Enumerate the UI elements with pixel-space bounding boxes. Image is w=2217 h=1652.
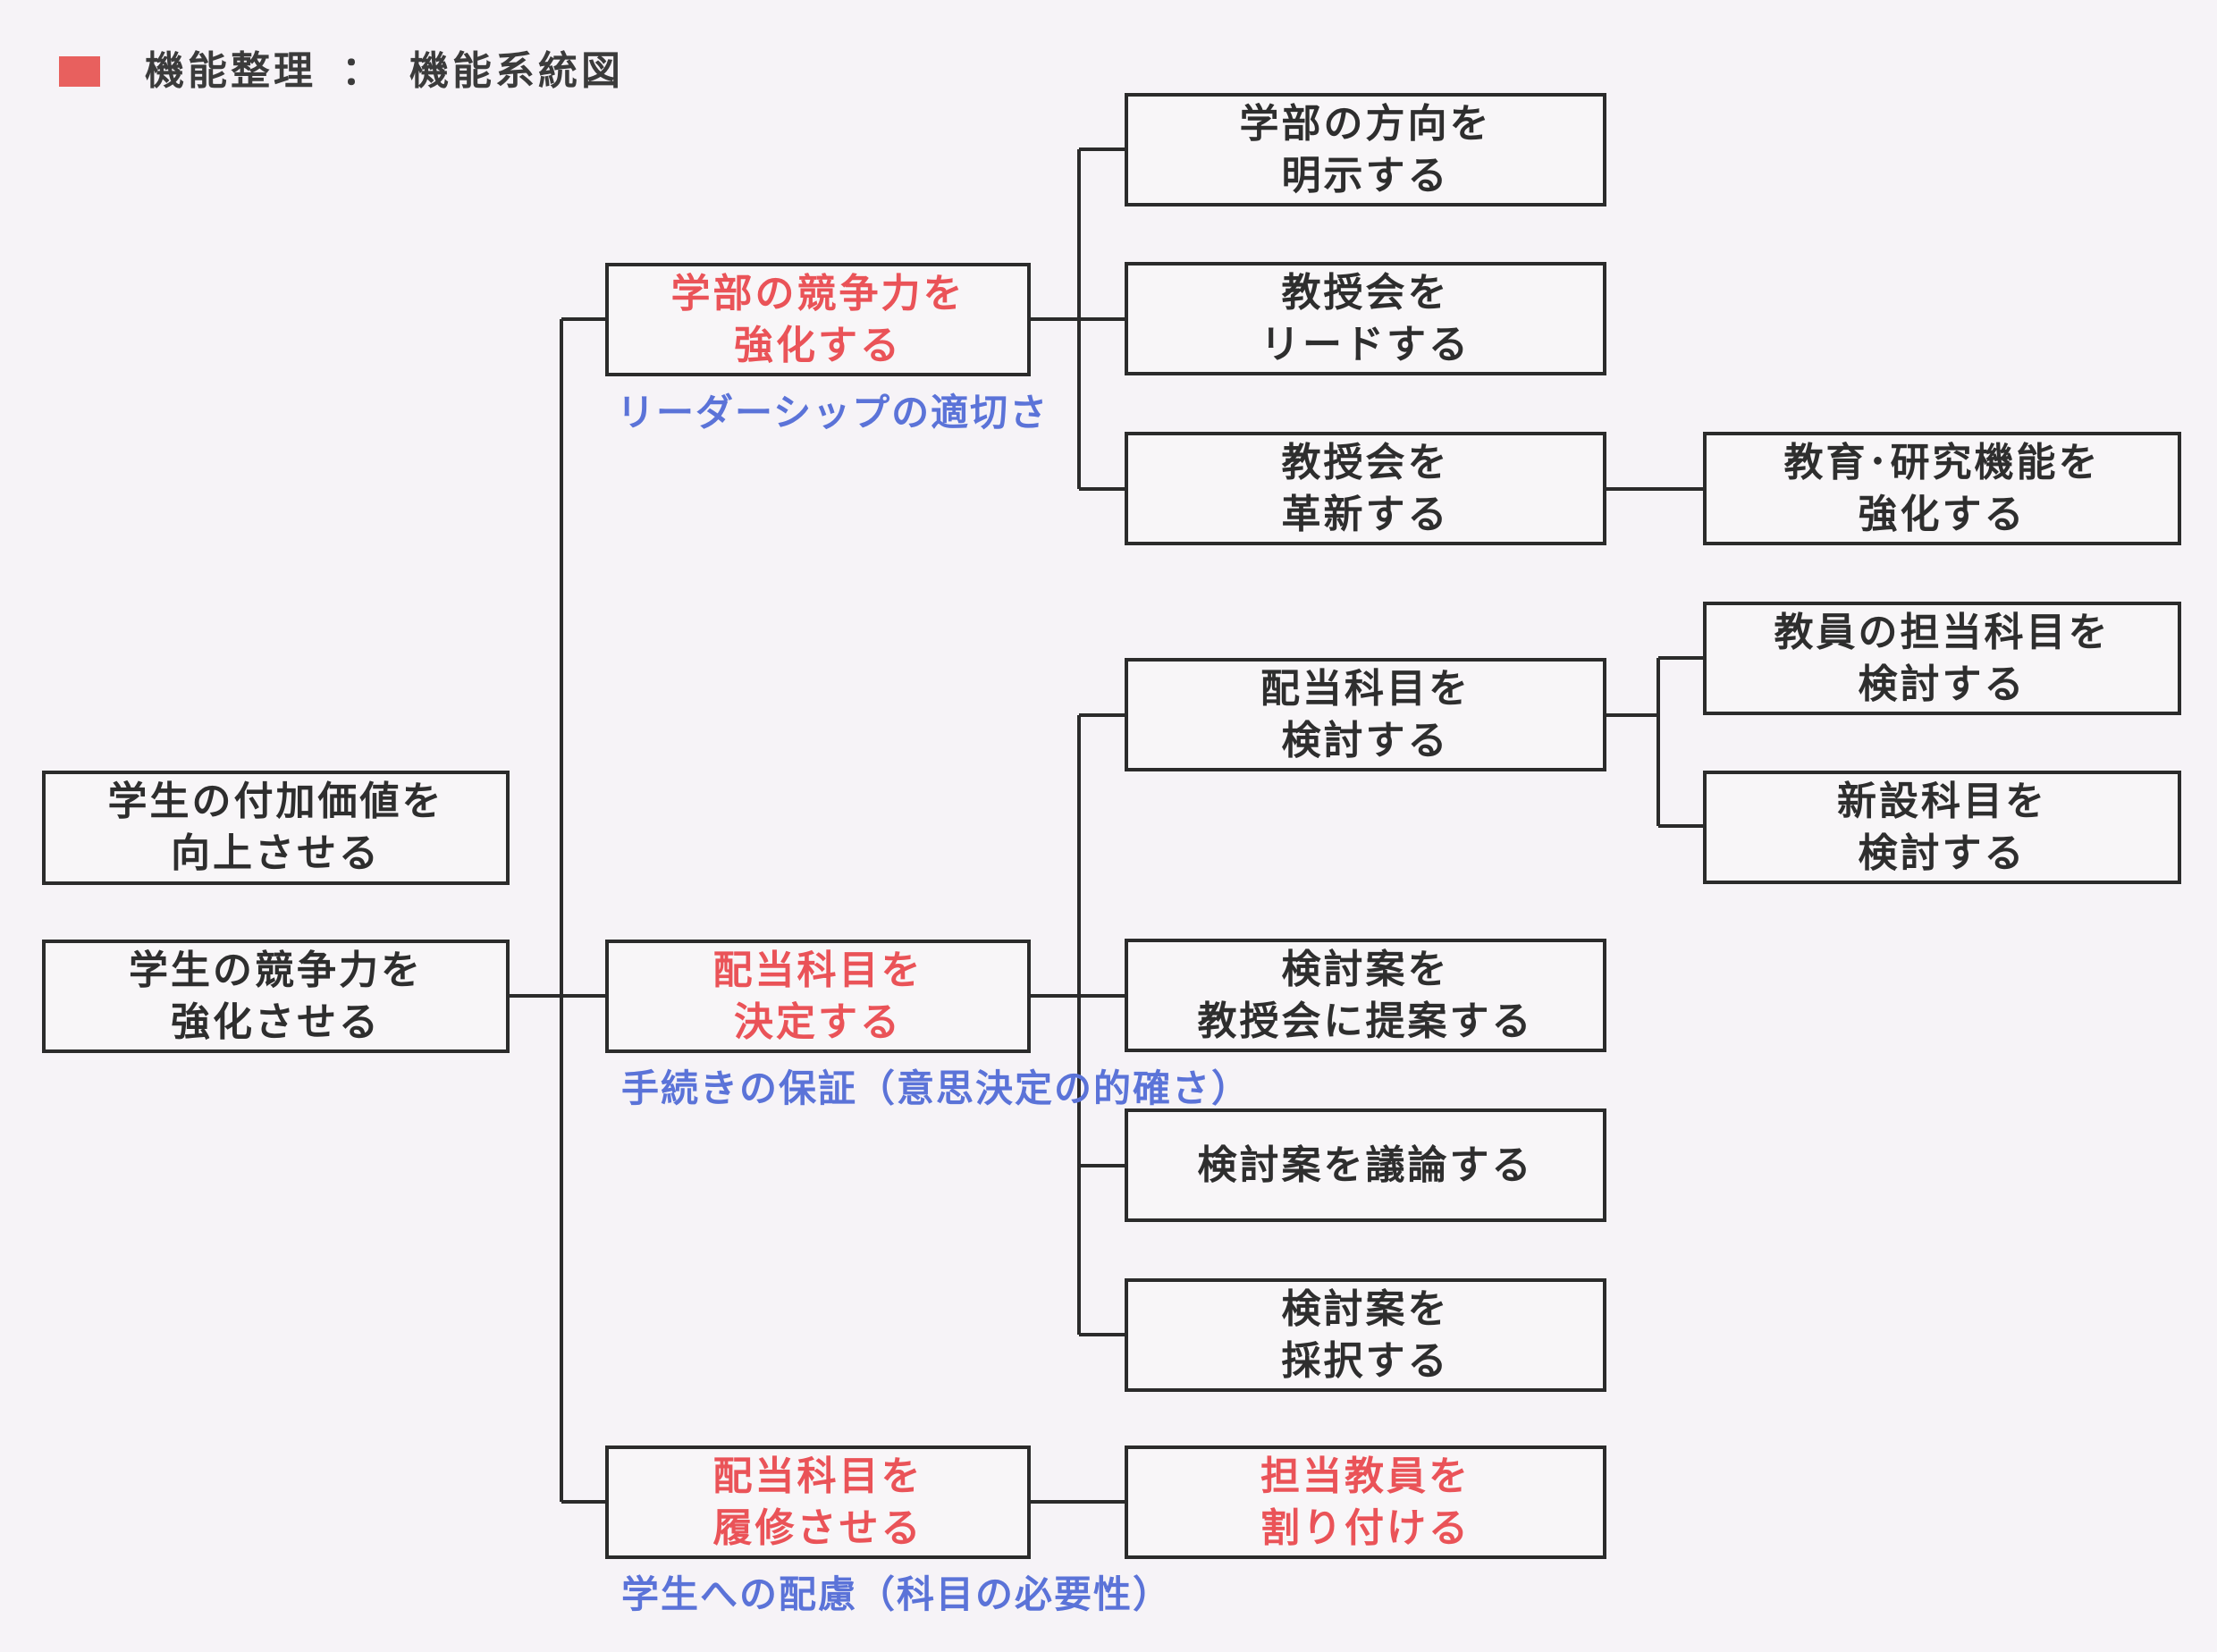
node-edu-research: 教育･研究機能を 強化する bbox=[1703, 432, 2181, 545]
node-direction: 学部の方向を 明示する bbox=[1125, 93, 1606, 206]
node-course-review: 配当科目を 検討する bbox=[1125, 658, 1606, 771]
title-text: 機能整理 bbox=[145, 48, 316, 94]
label-consideration: 学生への配慮（科目の必要性） bbox=[621, 1572, 1173, 1616]
node-student-competitiveness: 学生の競争力を 強化させる bbox=[42, 940, 510, 1053]
node-adopt: 検討案を 採択する bbox=[1125, 1278, 1606, 1392]
page-title: 機能整理 ： 機能系統図 bbox=[145, 43, 624, 100]
node-course-decide: 配当科目を 決定する bbox=[605, 940, 1031, 1053]
subtitle-text: 機能系統図 bbox=[409, 48, 624, 94]
section-marker bbox=[59, 56, 100, 87]
node-teacher-course: 教員の担当科目を 検討する bbox=[1703, 602, 2181, 715]
node-lead: 教授会を リードする bbox=[1125, 262, 1606, 375]
label-leadership: リーダーシップの適切さ bbox=[617, 391, 1049, 434]
node-proposal: 検討案を 教授会に提案する bbox=[1125, 939, 1606, 1052]
node-course-take: 配当科目を 履修させる bbox=[605, 1446, 1031, 1559]
node-assign: 担当教員を 割り付ける bbox=[1125, 1446, 1606, 1559]
node-faculty-competitiveness: 学部の競争力を 強化する bbox=[605, 263, 1031, 376]
node-value-add: 学生の付加価値を 向上させる bbox=[42, 771, 510, 885]
node-new-course: 新設科目を 検討する bbox=[1703, 771, 2181, 884]
node-reform: 教授会を 革新する bbox=[1125, 432, 1606, 545]
node-discuss: 検討案を議論する bbox=[1125, 1108, 1606, 1222]
title-separator: ： bbox=[341, 48, 384, 94]
label-procedure: 手続きの保証（意思決定の的確さ） bbox=[621, 1066, 1252, 1110]
